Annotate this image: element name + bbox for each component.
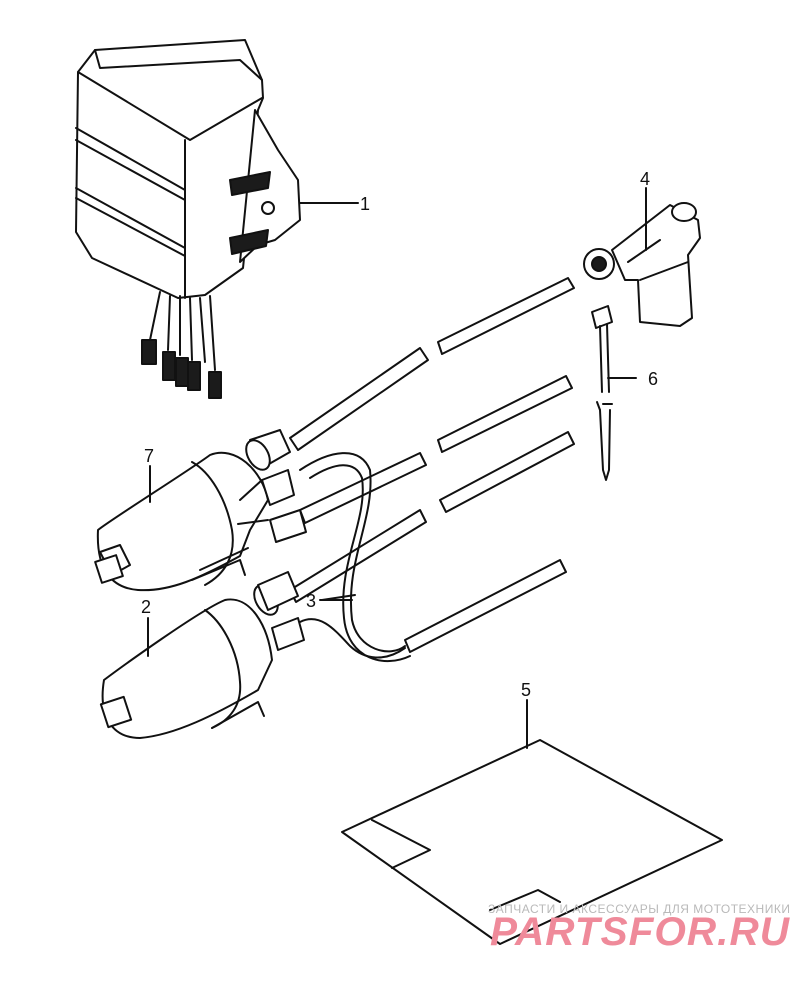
- cable-tie-part: [591, 305, 637, 481]
- ignition-coil-upper-part: [94, 429, 307, 592]
- cdi-unit-part: [75, 39, 301, 399]
- high-tension-cord-part: [289, 277, 575, 663]
- callout-1: 1: [360, 194, 370, 214]
- watermark-tagline: ЗАПЧАСТИ И АКСЕССУАРЫ ДЛЯ МОТОТЕХНИКИ: [488, 902, 790, 916]
- callout-2: 2: [141, 597, 151, 617]
- callout-5: 5: [521, 680, 531, 700]
- leader-lines: [147, 187, 647, 749]
- ignition-coil-lower-part: [99, 571, 305, 739]
- spark-plug-cap-part: [583, 202, 701, 327]
- callout-7: 7: [144, 446, 154, 466]
- callout-3: 3: [306, 591, 316, 611]
- callout-4: 4: [640, 169, 650, 189]
- instruction-sheet-part: [341, 739, 723, 945]
- callout-6: 6: [648, 369, 658, 389]
- watermark-brand: PARTSFOR.RU: [490, 910, 790, 954]
